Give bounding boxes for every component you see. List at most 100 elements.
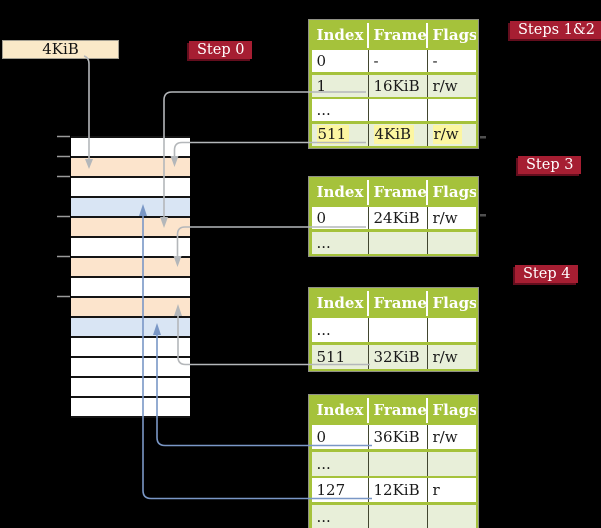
memory-row-1: [71, 136, 190, 158]
memory-row-13: [71, 378, 190, 398]
table-row: ...: [311, 504, 476, 528]
memory-column: [71, 136, 190, 418]
memory-boundary-ticks: [57, 135, 70, 298]
table-cell: [369, 231, 428, 254]
cell-value: 127: [316, 481, 346, 499]
table-row: 511 32KiB r/w: [311, 344, 476, 369]
table-cell: ...: [312, 318, 369, 342]
table-cell: r/w: [428, 425, 476, 449]
table-cell: r/w: [428, 207, 476, 229]
table-row: ...: [311, 231, 476, 254]
memory-row-4: [71, 198, 190, 218]
table-cell: [369, 99, 428, 121]
cell-value: ...: [316, 507, 331, 526]
cell-value: 1: [316, 76, 327, 95]
column-header: Flags: [432, 294, 476, 312]
table-cell: r: [428, 478, 476, 502]
table-cell: 4KiB: [369, 123, 428, 146]
step-0-label: Step 0: [189, 41, 253, 59]
table-cell: r/w: [428, 345, 476, 369]
cell-value: r/w: [432, 209, 458, 227]
table-cell: 36KiB: [369, 425, 428, 449]
column-header: Frame: [369, 290, 428, 316]
table-cell: 0: [312, 50, 369, 72]
cell-value: r/w: [432, 347, 458, 366]
column-header: Flags: [432, 183, 476, 201]
memory-row-6: [71, 238, 190, 258]
table-row: ...: [311, 99, 476, 121]
column-header: Frame: [369, 22, 428, 48]
cell-value: r/w: [432, 76, 458, 95]
steps-1-2-label: Steps 1&2: [510, 21, 601, 39]
column-header: Index: [312, 22, 369, 48]
column-header: Frame: [369, 397, 428, 423]
table-cell: 16KiB: [369, 74, 428, 97]
cell-value: ...: [316, 321, 331, 339]
cell-value: r/w: [432, 428, 458, 446]
column-header: Frame: [369, 179, 428, 205]
memory-row-7: [71, 258, 190, 278]
table-cell: [428, 99, 476, 121]
table-cell: ...: [312, 504, 369, 528]
connector-stub: [480, 214, 486, 217]
cell-value: 32KiB: [373, 347, 420, 366]
column-header: Flags: [432, 26, 476, 44]
table-cell: [369, 451, 428, 476]
memory-row-8: [71, 278, 190, 298]
table-cell: [428, 232, 476, 254]
table-cell: 1: [312, 74, 369, 97]
cell-value: ...: [316, 101, 331, 119]
table-cell: 0: [312, 425, 369, 449]
table-cell: 511: [312, 123, 369, 146]
table-cell: 24KiB: [369, 207, 428, 229]
table-row: ...: [311, 451, 476, 476]
table-cell: ...: [312, 451, 369, 476]
memory-row-11: [71, 338, 190, 358]
column-header: Index: [312, 397, 369, 423]
step-3-label: Step 3: [518, 156, 582, 174]
memory-row-14: [71, 398, 190, 418]
table-cell: 0: [312, 207, 369, 229]
table-cell: 12KiB: [369, 478, 428, 502]
cell-value: 24KiB: [373, 209, 420, 227]
table-cell: 511: [312, 344, 369, 369]
cell-value: 0: [316, 428, 327, 446]
cell-value: r/w: [432, 125, 462, 144]
table-row: 0 24KiB r/w: [311, 207, 476, 229]
cell-value: ...: [316, 454, 331, 473]
page-size-box: 4KiB: [2, 40, 119, 59]
table-cell: [369, 504, 428, 528]
table-cell: ...: [312, 231, 369, 254]
memory-row-2: [71, 158, 190, 178]
table-row: 511 4KiB r/w: [311, 123, 476, 146]
table-cell: 127: [312, 478, 369, 502]
table-cell: -: [428, 50, 476, 72]
table-cell: [428, 505, 476, 528]
table-cell: r/w: [428, 75, 476, 97]
memory-row-10: [71, 318, 190, 338]
table-cell: -: [369, 50, 428, 72]
cell-value: 0: [316, 209, 327, 227]
cell-value: 12KiB: [373, 481, 420, 499]
cell-value: 511: [316, 125, 350, 144]
connector-stub: [480, 136, 486, 139]
column-header: Index: [312, 179, 369, 205]
cell-value: -: [432, 52, 438, 70]
cell-value: 0: [316, 52, 327, 70]
table-cell: 32KiB: [369, 344, 428, 369]
cell-value: -: [373, 52, 379, 70]
cell-value: 511: [316, 347, 346, 366]
cell-value: 36KiB: [373, 428, 420, 446]
table-cell: r/w: [428, 124, 476, 146]
memory-row-5: [71, 218, 190, 238]
cell-value: 4KiB: [373, 125, 415, 144]
